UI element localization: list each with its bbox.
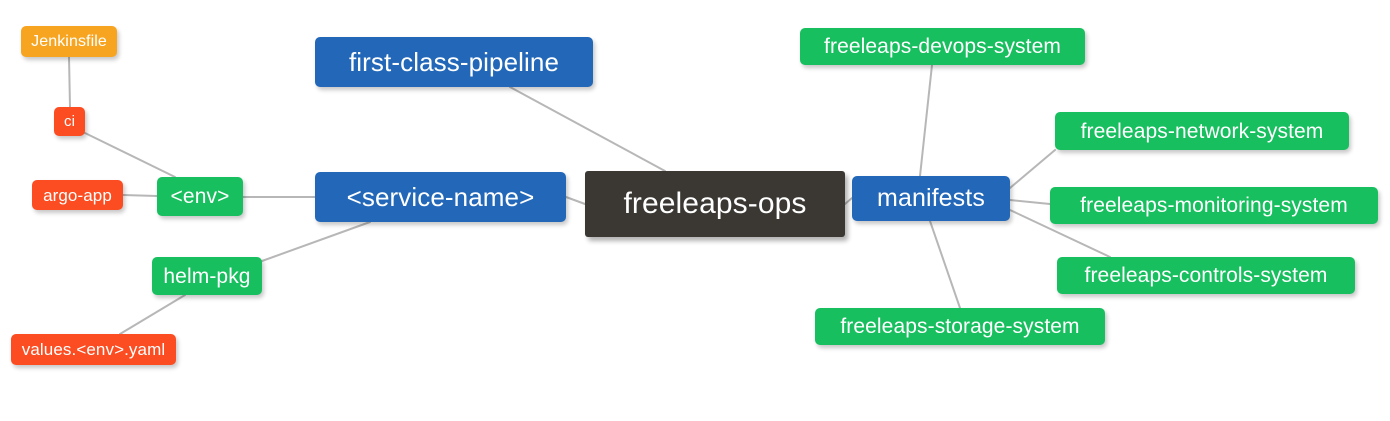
mindmap-node-first-class-pipeline[interactable]: first-class-pipeline: [315, 37, 593, 87]
mindmap-node-label: <service-name>: [346, 182, 535, 212]
mindmap-edge: [68, 56, 71, 108]
mindmap-edge: [119, 294, 186, 335]
mindmap-edge: [509, 86, 666, 172]
mindmap-node-freeleaps-controls-system[interactable]: freeleaps-controls-system: [1057, 257, 1355, 294]
mindmap-node-freeleaps-monitoring-system[interactable]: freeleaps-monitoring-system: [1050, 187, 1378, 224]
mindmap-edge: [929, 220, 961, 309]
mindmap-node-label: freeleaps-storage-system: [840, 315, 1080, 338]
mindmap-node-label: freeleaps-network-system: [1080, 119, 1324, 143]
mindmap-edge: [122, 194, 158, 197]
mindmap-node-freeleaps-ops[interactable]: freeleaps-ops: [585, 171, 845, 237]
mindmap-edge: [261, 221, 371, 262]
mindmap-node-ci[interactable]: ci: [54, 107, 85, 136]
mindmap-node-label: <env>: [170, 185, 230, 208]
mindmap-node-label: freeleaps-ops: [623, 187, 807, 220]
mindmap-node-label: first-class-pipeline: [348, 47, 560, 77]
mindmap-node-label: freeleaps-devops-system: [824, 35, 1061, 58]
mindmap-node-label: manifests: [877, 184, 985, 212]
mindmap-node-label: freeleaps-monitoring-system: [1080, 194, 1348, 217]
mindmap-node-freeleaps-storage-system[interactable]: freeleaps-storage-system: [815, 308, 1105, 345]
mindmap-node-service-name[interactable]: <service-name>: [315, 172, 566, 222]
mindmap-node-freeleaps-devops-system[interactable]: freeleaps-devops-system: [800, 28, 1085, 65]
mindmap-edge: [919, 64, 933, 177]
mindmap-node-values-env-yaml[interactable]: values.<env>.yaml: [11, 334, 176, 365]
mindmap-edge: [565, 196, 586, 205]
mindmap-node-label: helm-pkg: [163, 264, 251, 288]
mindmap-node-label: ci: [63, 113, 76, 130]
mindmap-node-argo-app[interactable]: argo-app: [32, 180, 123, 210]
mindmap-node-label: values.<env>.yaml: [21, 340, 166, 359]
mindmap-node-label: Jenkinsfile: [31, 32, 107, 50]
mindmap-node-freeleaps-network-system[interactable]: freeleaps-network-system: [1055, 112, 1349, 150]
mindmap-node-env[interactable]: <env>: [157, 177, 243, 216]
mindmap-node-jenkinsfile[interactable]: Jenkinsfile: [21, 26, 117, 57]
mindmap-node-label: freeleaps-controls-system: [1084, 264, 1328, 287]
mindmap-edge: [844, 197, 853, 205]
mindmap-node-helm-pkg[interactable]: helm-pkg: [152, 257, 262, 295]
mindmap-edge: [1009, 149, 1056, 189]
mindmap-node-label: argo-app: [43, 185, 112, 205]
mindmap-edge: [84, 132, 176, 178]
mindmap-edge: [1009, 199, 1051, 205]
mindmap-node-manifests[interactable]: manifests: [852, 176, 1010, 221]
